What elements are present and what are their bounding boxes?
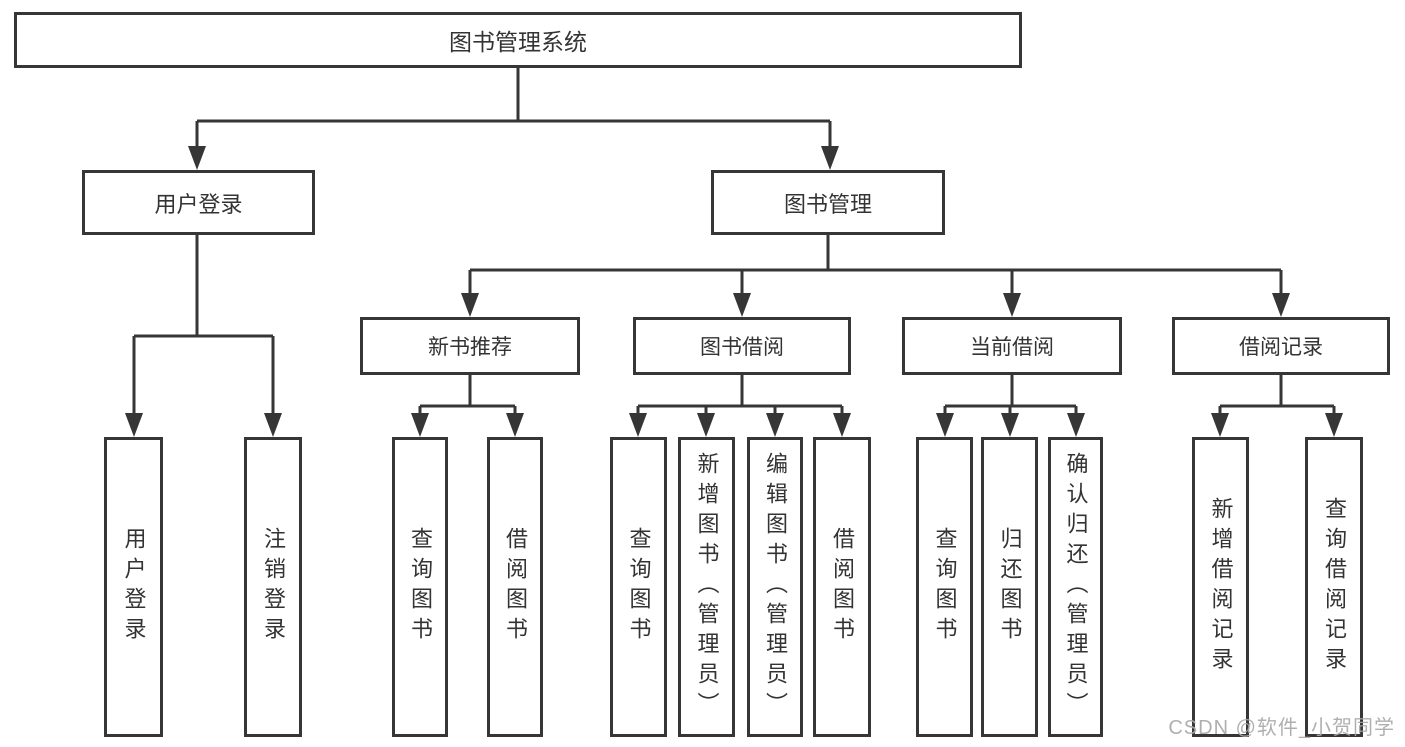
connector-bookmgmt-to-level3 [468,235,1283,296]
leaf-add-borrow-record: 新增借阅记录 [1192,437,1249,737]
arrow-icon [697,413,715,437]
arrow-icon [833,413,851,437]
arrow-icon [461,293,479,317]
leaf-add-borrow-record-label: 新增借阅记录 [1208,497,1234,677]
connector-records-to-leaves [1218,375,1336,416]
arrow-icon [264,413,282,437]
leaf-add-books-admin: 新增图书（管理员） [678,437,735,737]
leaf-query-books-borrow: 查询图书 [610,437,667,737]
leaf-edit-books-admin: 编辑图书（管理员） [747,437,803,737]
leaf-borrow-books-recommend-label: 借阅图书 [503,527,528,647]
leaf-confirm-return-admin-label: 确认归还（管理员） [1063,452,1089,722]
connector-userlogin-to-leaves [132,235,275,415]
arrow-icon [188,146,206,170]
arrow-icon [506,413,524,437]
arrow-icon [733,293,751,317]
arrow-icon [411,413,429,437]
connector-bookborrow-to-leaves [636,375,844,416]
node-root-system-label: 图书管理系统 [449,29,587,55]
leaf-query-books-current: 查询图书 [916,437,973,737]
node-book-borrow-label: 图书借阅 [700,336,784,359]
arrowheads [125,146,1343,437]
node-root-system: 图书管理系统 [14,12,1022,68]
node-borrow-records-label: 借阅记录 [1239,336,1323,359]
arrow-icon [1272,293,1290,317]
leaf-confirm-return-admin: 确认归还（管理员） [1048,437,1103,737]
connector-currentborrow-to-leaves [943,375,1078,416]
node-borrow-records: 借阅记录 [1172,317,1390,375]
leaf-borrow-books-label: 借阅图书 [830,527,855,647]
leaf-query-books-current-label: 查询图书 [932,527,958,647]
arrow-icon [766,413,784,437]
arrow-icon [1325,413,1343,437]
connector-root-to-level2 [195,68,832,150]
leaf-query-borrow-record-label: 查询借阅记录 [1322,497,1347,677]
arrow-icon [1003,293,1021,317]
leaf-query-books-recommend-label: 查询图书 [408,527,433,647]
leaf-user-login: 用户登录 [104,437,163,737]
arrow-icon [629,413,647,437]
leaf-add-books-admin-label: 新增图书（管理员） [694,452,720,722]
node-book-management: 图书管理 [711,170,945,235]
node-user-login-label: 用户登录 [154,191,243,217]
arrow-icon [936,413,954,437]
leaf-logout-label: 注销登录 [261,527,286,647]
node-current-borrow-label: 当前借阅 [970,336,1054,359]
arrow-icon [125,413,143,437]
connector-newbook-to-leaves [418,375,517,416]
node-current-borrow: 当前借阅 [902,317,1122,375]
arrow-icon [821,146,839,170]
arrow-icon [1211,413,1229,437]
csdn-watermark: CSDN @软件_小贺同学 [1168,717,1395,739]
leaf-user-login-label: 用户登录 [121,527,147,647]
leaf-edit-books-admin-label: 编辑图书（管理员） [763,452,788,722]
leaf-borrow-books: 借阅图书 [813,437,871,737]
node-new-book-recommend: 新书推荐 [360,317,580,375]
node-book-management-label: 图书管理 [783,191,872,217]
leaf-query-books-recommend: 查询图书 [392,437,448,737]
leaf-return-books-label: 归还图书 [997,527,1023,647]
node-user-login: 用户登录 [82,170,315,235]
node-book-borrow: 图书借阅 [633,317,851,375]
leaf-query-borrow-record: 查询借阅记录 [1305,437,1363,737]
leaf-query-books-borrow-label: 查询图书 [626,527,652,647]
leaf-borrow-books-recommend: 借阅图书 [487,437,543,737]
node-new-book-recommend-label: 新书推荐 [428,336,512,359]
arrow-icon [1001,413,1019,437]
leaf-logout: 注销登录 [244,437,302,737]
leaf-return-books: 归还图书 [981,437,1038,737]
arrow-icon [1067,413,1085,437]
